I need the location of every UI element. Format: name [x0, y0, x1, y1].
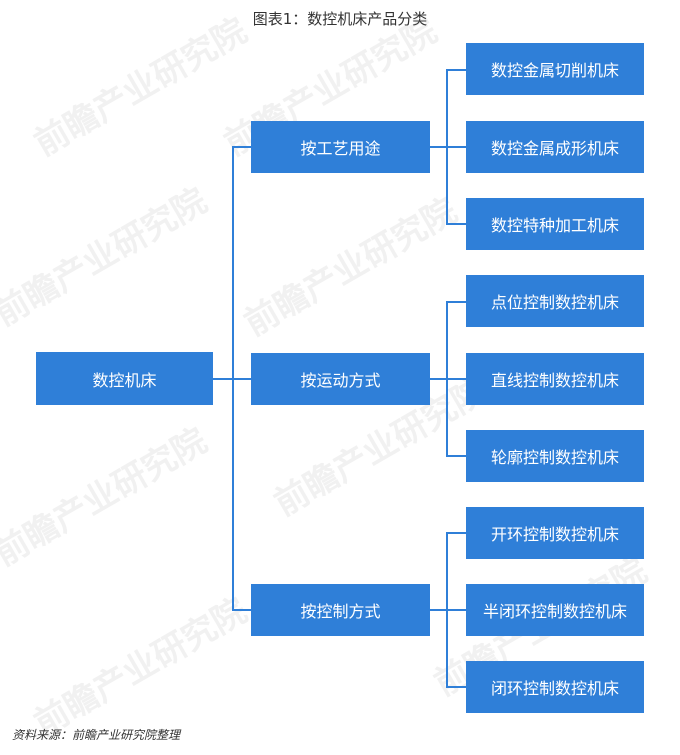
node-leaf: 数控特种加工机床	[466, 198, 644, 250]
connector-branch-3	[232, 609, 251, 611]
connector-g2-leaf-3	[446, 455, 466, 457]
watermark: 前瞻产业研究院	[27, 590, 254, 745]
node-leaf: 直线控制数控机床	[466, 353, 644, 405]
node-leaf: 半闭环控制数控机床	[466, 584, 644, 636]
connector-g2-leaf-2	[446, 378, 466, 380]
node-leaf: 点位控制数控机床	[466, 275, 644, 327]
watermark: 前瞻产业研究院	[0, 420, 214, 575]
connector-g1-h	[430, 146, 447, 148]
node-leaf: 轮廓控制数控机床	[466, 430, 644, 482]
connector-g1-leaf-1	[446, 69, 466, 71]
connector-g3-leaf-3	[446, 686, 466, 688]
watermark: 前瞻产业研究院	[237, 190, 464, 345]
figure-title: 图表1：数控机床产品分类	[252, 10, 428, 28]
connector-g2-leaf-1	[446, 301, 466, 303]
watermark: 前瞻产业研究院	[0, 180, 214, 335]
connector-branch-2	[232, 378, 251, 380]
node-group-process: 按工艺用途	[251, 121, 430, 173]
source-note: 资料来源：前瞻产业研究院整理	[12, 728, 181, 742]
connector-g2-h	[430, 378, 447, 380]
connector-g1-leaf-3	[446, 223, 466, 225]
node-leaf: 开环控制数控机床	[466, 507, 644, 559]
connector-g3-leaf-2	[446, 609, 466, 611]
node-root: 数控机床	[36, 352, 213, 405]
node-leaf: 数控金属成形机床	[466, 121, 644, 173]
connector-root-h	[213, 378, 233, 380]
connector-g3-leaf-1	[446, 532, 466, 534]
node-group-control: 按控制方式	[251, 584, 430, 636]
node-leaf: 数控金属切削机床	[466, 43, 644, 95]
connector-g1-leaf-2	[446, 146, 466, 148]
node-group-motion: 按运动方式	[251, 353, 430, 405]
node-leaf: 闭环控制数控机床	[466, 661, 644, 713]
connector-branch-1	[232, 146, 251, 148]
connector-g3-h	[430, 609, 447, 611]
